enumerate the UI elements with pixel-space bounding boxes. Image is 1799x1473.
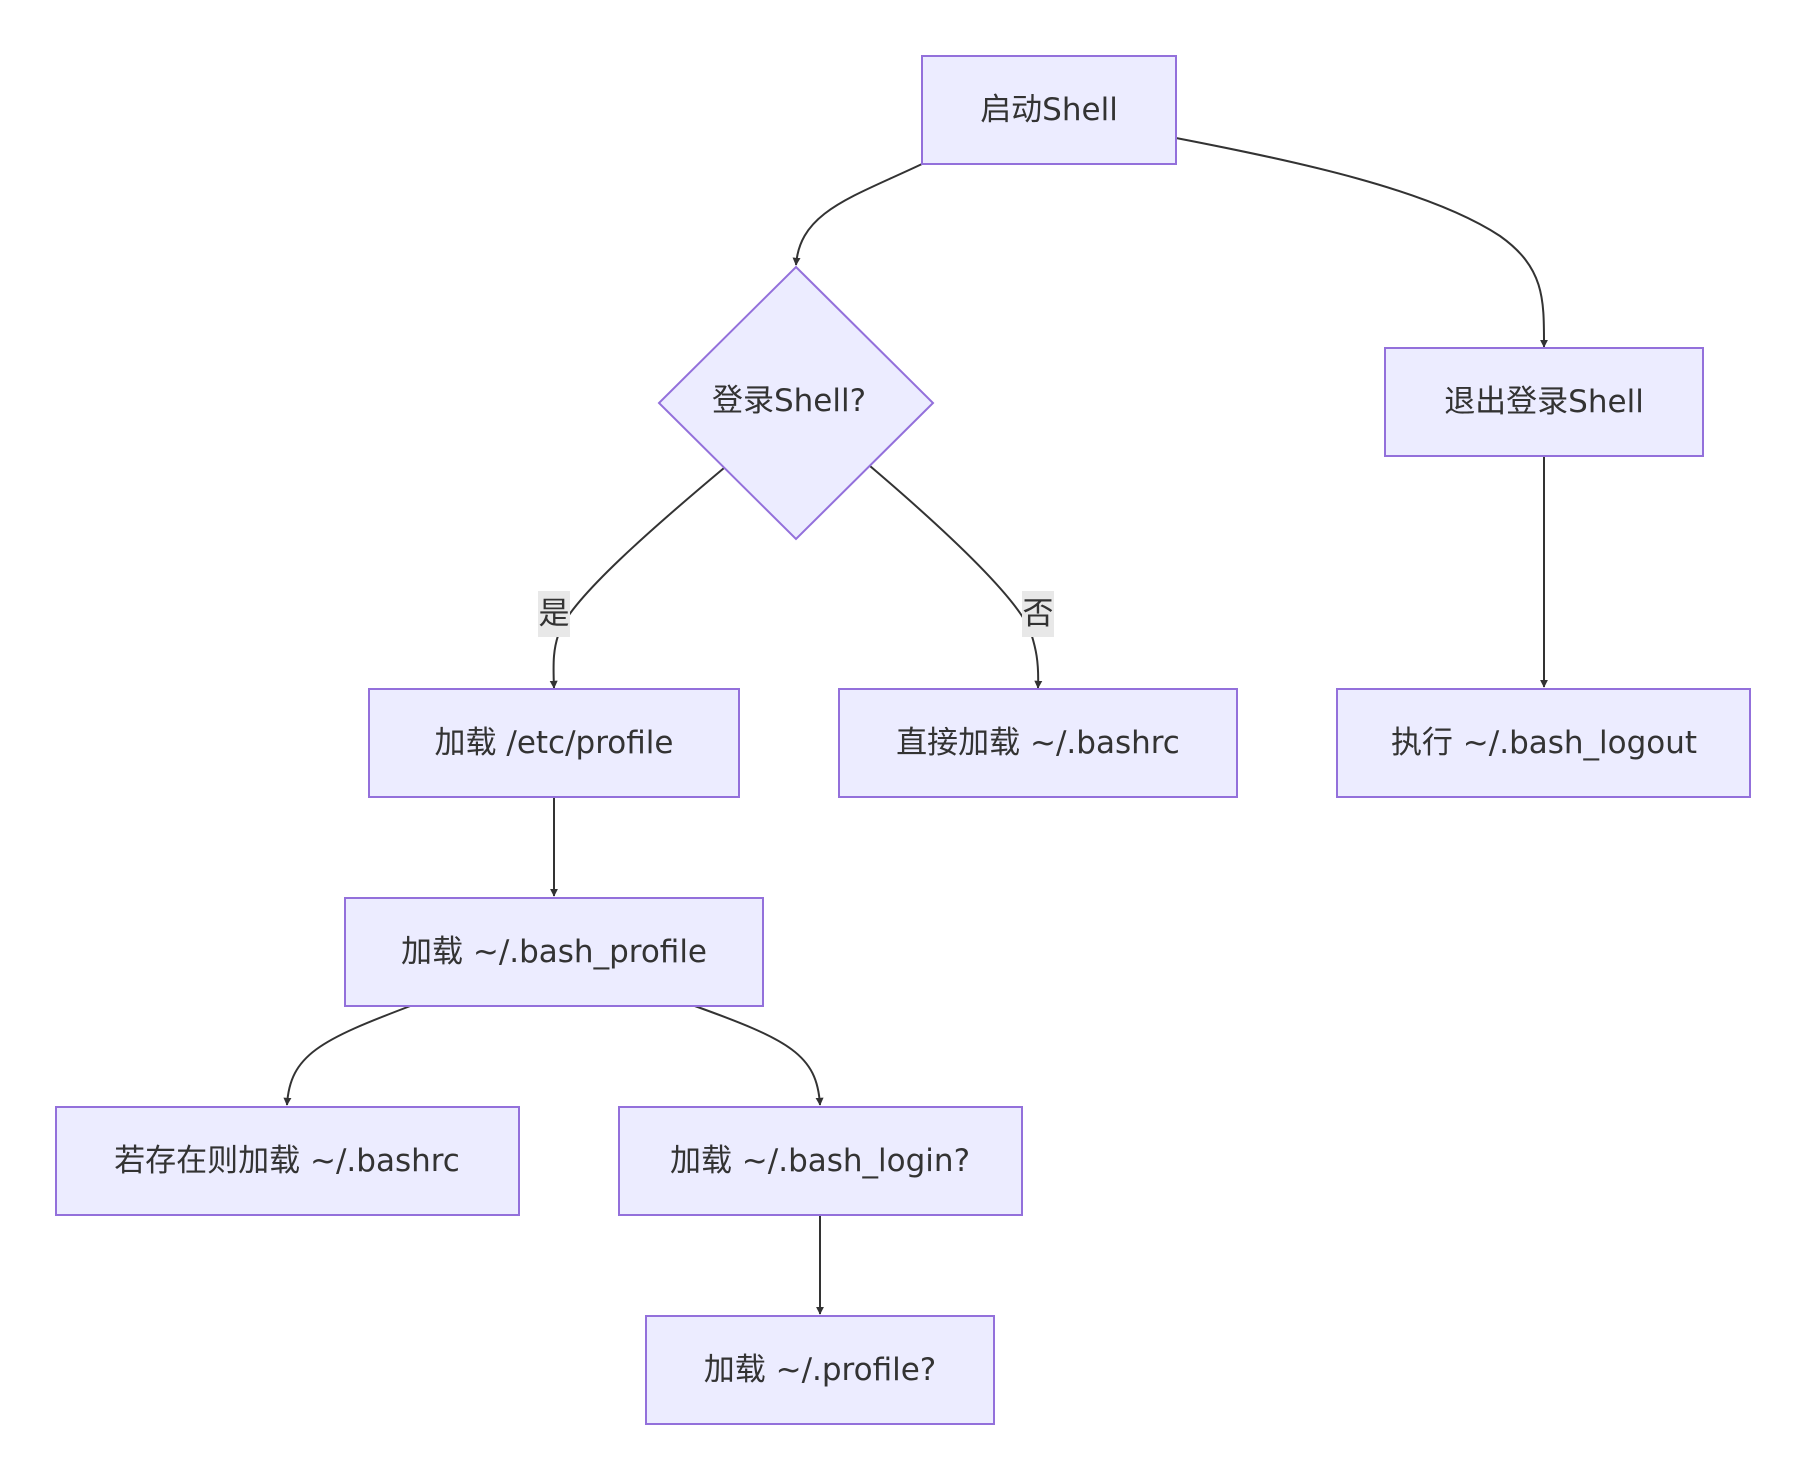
node-load-bash-login: 加载 ~/.bash_login?	[618, 1106, 1023, 1216]
edge-load-bash-profile-to-load-bashrc-if-exists	[283, 1004, 414, 1106]
node-load-bash-login-label: 加载 ~/.bash_login?	[670, 1143, 970, 1179]
edge-label-yes-text: 是	[539, 596, 570, 632]
node-is-login-decision: 登录Shell?	[657, 265, 935, 541]
node-start-label: 启动Shell	[980, 92, 1118, 128]
node-run-bash-logout-label: 执行 ~/.bash_logout	[1391, 725, 1697, 761]
node-load-profile-label: 加载 ~/.profile?	[704, 1352, 937, 1388]
node-is-login-label: 登录Shell?	[712, 383, 866, 419]
node-start: 启动Shell	[921, 55, 1177, 165]
node-load-bashrc-if-exists-label: 若存在则加载 ~/.bashrc	[114, 1143, 460, 1179]
node-load-bashrc-direct: 直接加载 ~/.bashrc	[838, 688, 1238, 798]
node-logout: 退出登录Shell	[1384, 347, 1704, 457]
node-logout-label: 退出登录Shell	[1444, 384, 1644, 420]
edge-start-to-logout	[1175, 137, 1549, 348]
edge-label-yes: 是	[538, 591, 570, 637]
edge-is-login-to-load-etc-profile	[549, 467, 725, 689]
node-load-bashrc-direct-label: 直接加载 ~/.bashrc	[896, 725, 1180, 761]
edge-is-login-to-load-bashrc-direct	[869, 465, 1043, 689]
node-run-bash-logout: 执行 ~/.bash_logout	[1336, 688, 1751, 798]
node-load-bash-profile-label: 加载 ~/.bash_profile	[401, 934, 707, 970]
edges	[283, 137, 1549, 1315]
node-load-etc-profile-label: 加载 /etc/profile	[435, 725, 674, 761]
node-load-bashrc-if-exists: 若存在则加载 ~/.bashrc	[55, 1106, 520, 1216]
node-load-etc-profile: 加载 /etc/profile	[368, 688, 740, 798]
edge-label-no: 否	[1022, 591, 1054, 637]
node-load-profile: 加载 ~/.profile?	[645, 1315, 995, 1425]
edge-start-to-is-login	[792, 163, 923, 266]
edge-label-no-text: 否	[1023, 596, 1054, 632]
edge-load-bash-profile-to-load-bash-login	[691, 1004, 824, 1106]
node-load-bash-profile: 加载 ~/.bash_profile	[344, 897, 764, 1007]
